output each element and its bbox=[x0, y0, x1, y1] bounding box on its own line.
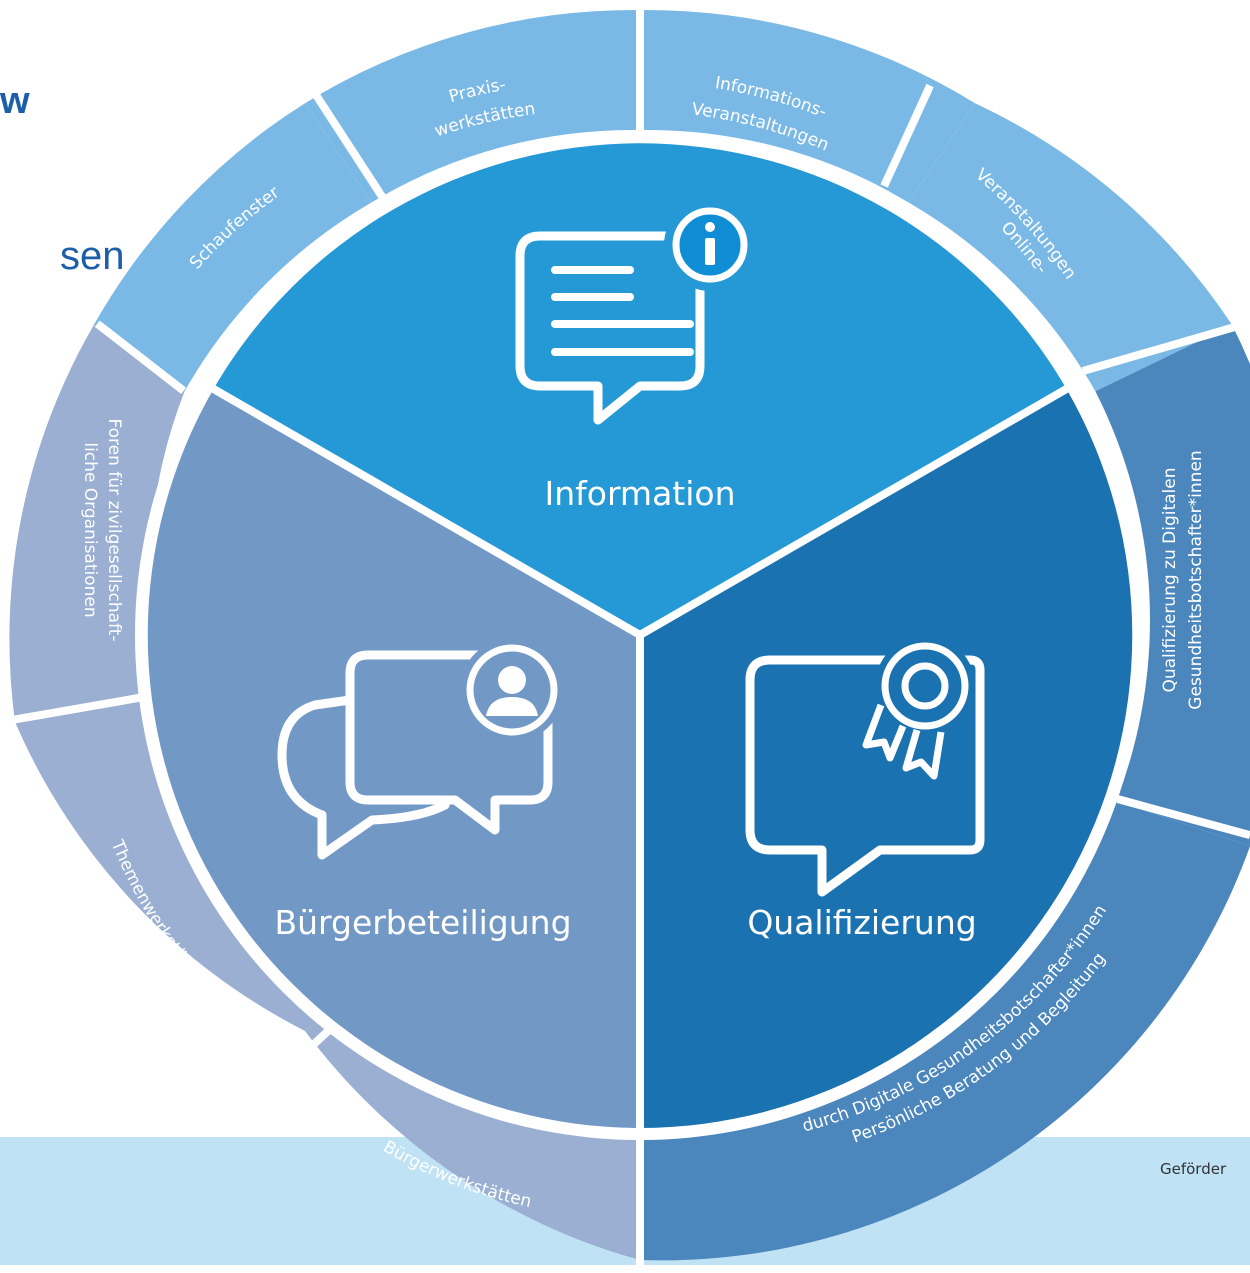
funding-note: Geförder bbox=[1160, 1160, 1227, 1178]
label-information: Information bbox=[544, 474, 735, 513]
outer-ring bbox=[9, 9, 1250, 1261]
label-qualifizierung: Qualifizierung bbox=[747, 903, 976, 942]
info-document-icon bbox=[515, 199, 756, 425]
chat-person-icon bbox=[277, 638, 564, 860]
svg-text:Gesundheitsbotschafter*innen: Gesundheitsbotschafter*innen bbox=[1186, 450, 1206, 709]
certificate-ribbon-icon bbox=[745, 636, 985, 897]
outer-segment-praxiswerkstaetten bbox=[305, 9, 640, 203]
sector-qualifizierung bbox=[640, 389, 1133, 1128]
outer-label-qualifizierung-dgb: Qualifizierung zu Digitalen Gesundheitsb… bbox=[1160, 450, 1206, 709]
partial-subheading: sen bbox=[60, 234, 125, 278]
outer-segment-qualifizierung-dgb bbox=[1095, 325, 1250, 847]
partial-heading: w bbox=[0, 80, 30, 122]
outer-segment-informationsveranstaltungen bbox=[640, 9, 975, 203]
svg-text:Foren für zivilgesellschaft-: Foren für zivilgesellschaft- bbox=[104, 418, 124, 641]
outer-label-foren: Foren für zivilgesellschaft- liche Organ… bbox=[80, 418, 124, 641]
outer-segment-schaufenster bbox=[93, 103, 372, 392]
outer-segment-onlineveranstaltungen bbox=[908, 103, 1233, 392]
svg-text:liche Organisationen: liche Organisationen bbox=[80, 442, 100, 617]
svg-text:Qualifizierung zu Digitalen: Qualifizierung zu Digitalen bbox=[1160, 467, 1180, 692]
sector-dividers bbox=[206, 382, 1074, 1134]
outer-segment-persoenliche-beratung bbox=[640, 800, 1250, 1261]
label-buergerbeteiligung: Bürgerbeteiligung bbox=[274, 903, 571, 942]
